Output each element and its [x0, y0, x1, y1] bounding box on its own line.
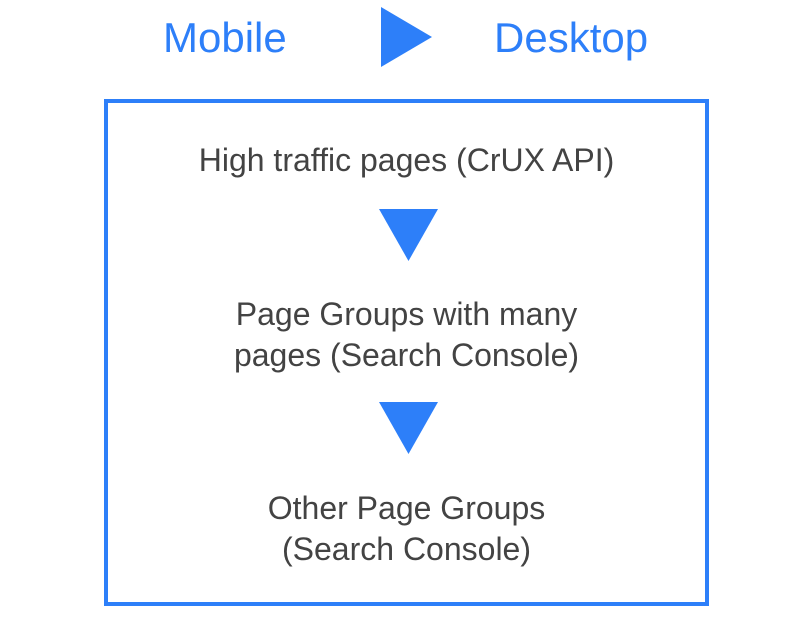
step-page-groups-many-pages: Page Groups with many pages (Search Cons…	[233, 296, 580, 373]
step-high-traffic-pages: High traffic pages (CrUX API)	[198, 142, 615, 178]
mobile-label: Mobile	[163, 14, 287, 61]
triangle-down-icon	[379, 402, 438, 454]
step-other-page-groups: Other Page Groups (Search Console)	[267, 490, 546, 567]
steps-frame	[104, 99, 709, 606]
triangle-right-icon	[381, 7, 432, 67]
desktop-label: Desktop	[494, 14, 649, 61]
triangle-down-icon	[379, 209, 438, 261]
